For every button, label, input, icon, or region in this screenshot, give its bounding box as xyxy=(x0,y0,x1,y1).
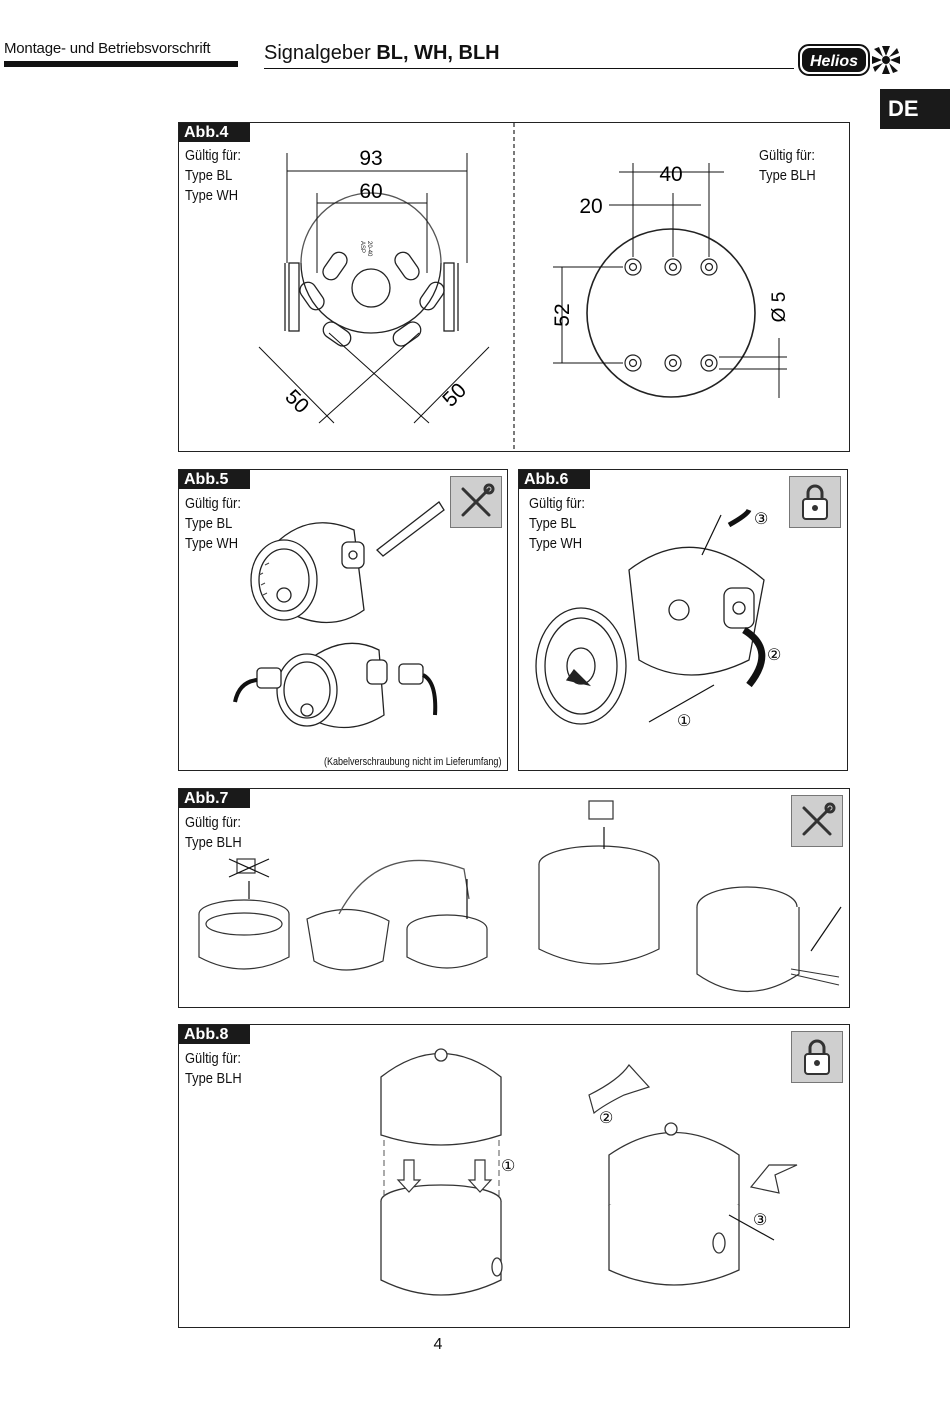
dim-hspace: 40 xyxy=(659,163,682,186)
validity-block: Gültig für: Type BLH xyxy=(185,813,242,853)
page-title: Signalgeber BL, WH, BLH xyxy=(264,42,500,65)
figure-abb7: Abb.7 Gültig für: Type BLH xyxy=(178,788,850,1008)
step-2: ② xyxy=(767,647,781,664)
svg-text:20-40: 20-40 xyxy=(366,241,372,257)
helios-logo: Helios xyxy=(798,44,900,76)
step-1: ① xyxy=(501,1158,515,1175)
dim-inner: 60 xyxy=(359,180,382,203)
dim-outer: 93 xyxy=(359,147,382,170)
mounting-illustration xyxy=(233,501,445,729)
document-type: Montage- und Betriebsvorschrift xyxy=(4,40,211,57)
language-tab: DE xyxy=(880,89,950,129)
header-rule xyxy=(264,68,794,69)
validity-type: Type BL xyxy=(185,167,233,184)
figure-tag: Abb.7 xyxy=(179,789,251,808)
validity-label: Gültig für: xyxy=(185,1050,241,1067)
figure-abb8: Abb.8 Gültig für: Type BLH ① ② xyxy=(178,1024,850,1328)
figure-tag: Abb.6 xyxy=(519,470,591,489)
validity-type: Type BL xyxy=(185,515,233,532)
title-prefix: Signalgeber xyxy=(264,42,371,64)
validity-label: Gültig für: xyxy=(185,147,241,164)
assembly-illustration: ① ② ③ xyxy=(535,508,781,730)
validity-label: Gültig für: xyxy=(759,147,815,164)
validity-type: Type WH xyxy=(529,535,583,552)
padlock-icon xyxy=(791,1031,843,1083)
dim-vspace: 52 xyxy=(551,303,574,326)
figure-abb4: Abb.4 Gültig für: Type BL Type WH Gültig… xyxy=(178,122,850,452)
dim-diag-left: 50 xyxy=(280,385,313,418)
screwdriver-wrench-icon xyxy=(450,476,502,528)
screwdriver-wrench-icon xyxy=(791,795,843,847)
validity-block: Gültig für: Type BLH xyxy=(759,146,816,186)
step-3: ③ xyxy=(754,511,768,528)
figure-abb5: Abb.5 Gültig für: Type BL Type WH xyxy=(178,469,508,771)
validity-label: Gültig für: xyxy=(185,495,241,512)
figure-tag: Abb.5 xyxy=(179,470,251,489)
validity-type: Type BLH xyxy=(185,834,242,851)
validity-block: Gültig für: Type BL Type WH xyxy=(529,494,585,554)
step-1: ① xyxy=(677,713,691,730)
wiring-illustration xyxy=(198,800,842,992)
step-3: ③ xyxy=(753,1212,767,1229)
page-number: 4 xyxy=(433,1336,443,1353)
dim-diag-right: 50 xyxy=(438,379,471,412)
validity-label: Gültig für: xyxy=(529,495,585,512)
padlock-icon xyxy=(789,476,841,528)
validity-type: Type BLH xyxy=(759,167,816,184)
validity-type: Type WH xyxy=(185,187,239,204)
figure-tag: Abb.4 xyxy=(179,123,251,142)
dim-hole: Ø 5 xyxy=(769,292,790,323)
header-rule-left xyxy=(4,61,238,67)
validity-block: Gültig für: Type BL Type WH xyxy=(185,494,241,554)
dimension-drawing: ASP 20-40 93 60 50 50 xyxy=(258,123,790,451)
validity-block: Gültig für: Type BL Type WH xyxy=(185,146,241,206)
figure-abb6: Abb.6 Gültig für: Type BL Type WH ① ② ③ xyxy=(518,469,848,771)
dim-offset: 20 xyxy=(579,195,602,218)
step-2: ② xyxy=(599,1110,613,1127)
validity-type: Type BLH xyxy=(185,1070,242,1087)
closing-illustration: ① ② ③ xyxy=(380,1048,798,1296)
validity-type: Type BL xyxy=(529,515,577,532)
footnote: (Kabelverschraubung nicht im Lieferumfan… xyxy=(323,756,501,768)
title-models: BL, WH, BLH xyxy=(376,42,500,64)
figure-tag: Abb.8 xyxy=(179,1025,251,1044)
validity-label: Gültig für: xyxy=(185,814,241,831)
validity-block: Gültig für: Type BLH xyxy=(185,1049,242,1089)
validity-type: Type WH xyxy=(185,535,239,552)
logo-text: Helios xyxy=(810,53,858,70)
svg-text:ASP: ASP xyxy=(359,241,365,253)
